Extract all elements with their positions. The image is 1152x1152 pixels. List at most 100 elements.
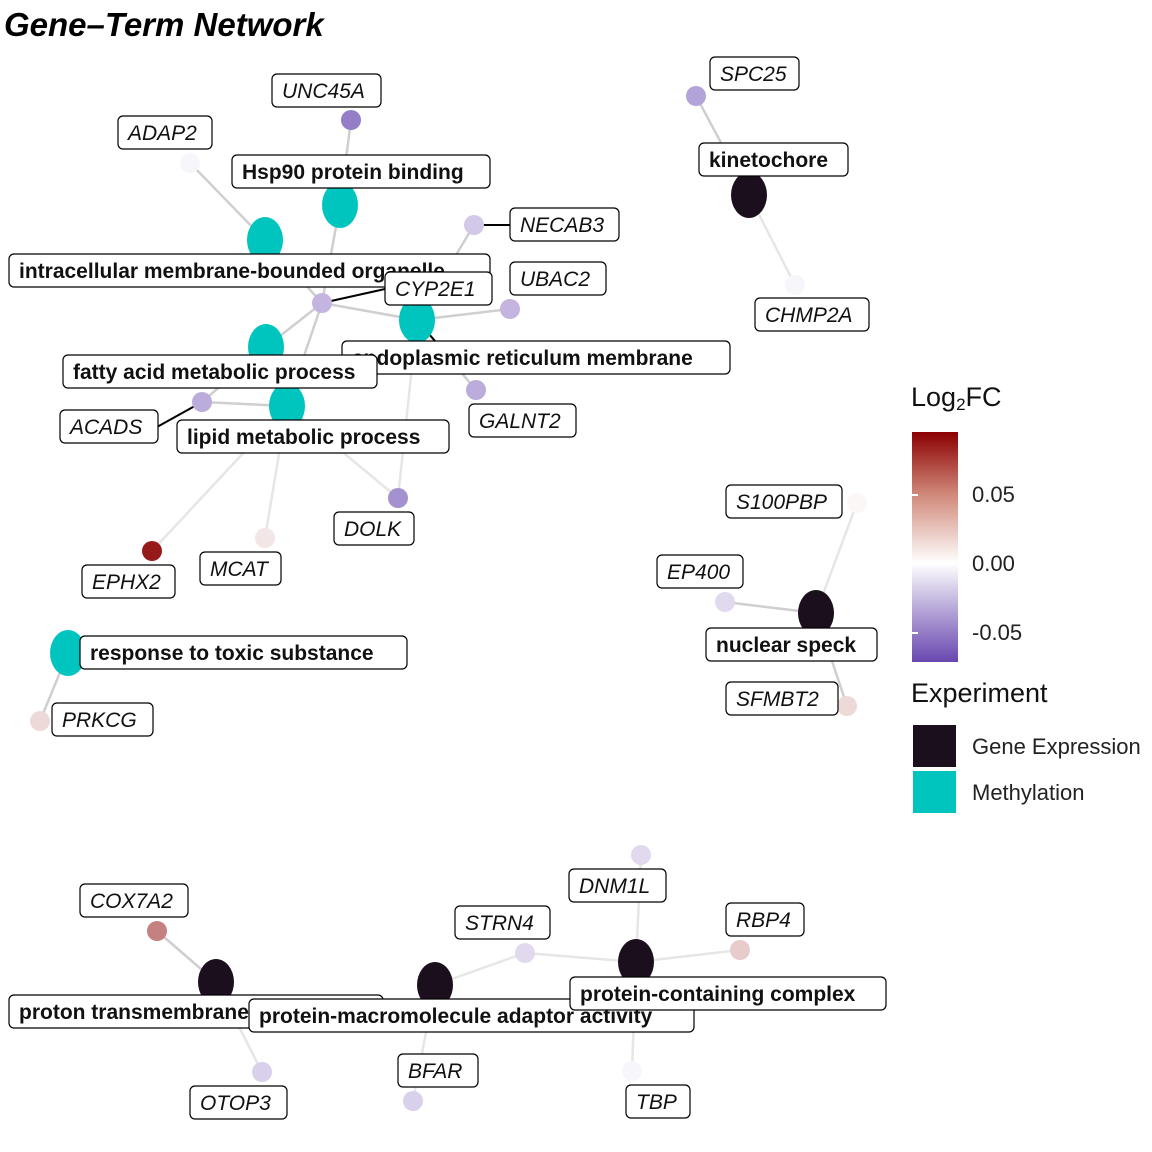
term-label-er_membrane-text: endoplasmic reticulum membrane <box>352 347 693 370</box>
experiment-legend-title: Experiment <box>911 678 1048 708</box>
term-label-kinetochore-text: kinetochore <box>709 149 828 172</box>
gene-label-TBP-box <box>625 1084 691 1119</box>
gene-node-NECAB3[interactable] <box>464 215 484 235</box>
gene-label-EPHX2-text: EPHX2 <box>92 571 161 594</box>
term-node-nuclear_speck[interactable] <box>798 590 834 636</box>
term-label-membrane_org: intracellular membrane-bounded organelle <box>8 253 491 288</box>
term-node-kinetochore[interactable] <box>731 172 767 218</box>
gene-label-SFMBT2-text: SFMBT2 <box>736 688 819 711</box>
gene-label-STRN4-text: STRN4 <box>465 912 534 935</box>
term-node-adaptor[interactable] <box>417 962 453 1008</box>
gene-node-SPC25[interactable] <box>686 86 706 106</box>
gene-node-TBP[interactable] <box>622 1061 642 1081</box>
term-label-er_membrane: endoplasmic reticulum membrane <box>341 340 731 375</box>
gene-label-BFAR-text: BFAR <box>408 1060 462 1083</box>
gene-node-DNM1L[interactable] <box>631 845 651 865</box>
term-node-hsp90[interactable] <box>322 182 358 228</box>
term-node-membrane_org[interactable] <box>247 217 283 263</box>
gene-node-BFAR[interactable] <box>403 1091 423 1111</box>
colorbar-tick <box>958 494 964 496</box>
term-node-proton[interactable] <box>198 959 234 1005</box>
methylation-swatch <box>913 771 956 813</box>
term-label-kinetochore-box <box>698 142 849 177</box>
gene-node-EP400[interactable] <box>715 592 735 612</box>
node-layer <box>30 86 867 1111</box>
gene-label-UNC45A-box <box>271 73 382 108</box>
gene-node-UBAC2[interactable] <box>500 299 520 319</box>
term-label-lipid: lipid metabolic process <box>176 419 450 454</box>
gene-label-DOLK: DOLK <box>333 511 415 546</box>
gene-label-DNM1L-box <box>568 868 667 903</box>
gene-label-GALNT2-text: GALNT2 <box>479 410 561 433</box>
gene-label-ADAP2-text: ADAP2 <box>126 122 197 145</box>
colorbar-tick <box>912 632 918 634</box>
methylation-legend-label: Methylation <box>972 780 1085 805</box>
gene-label-UBAC2-text: UBAC2 <box>520 268 590 291</box>
gene-expression-legend-label: Gene Expression <box>972 734 1141 759</box>
chart-title: Gene–Term Network <box>4 6 324 43</box>
gene-label-OTOP3: OTOP3 <box>189 1085 288 1120</box>
gene-label-DNM1L: DNM1L <box>568 868 667 903</box>
gene-node-EPHX2[interactable] <box>142 541 162 561</box>
term-node-complex[interactable] <box>618 939 654 985</box>
gene-label-GALNT2: GALNT2 <box>468 403 577 438</box>
term-label-toxic: response to toxic substance <box>79 635 408 670</box>
gene-label-ADAP2-box <box>117 115 213 150</box>
gene-node-CYP2E1[interactable] <box>312 293 332 313</box>
gene-node-GALNT2[interactable] <box>466 380 486 400</box>
term-label-hsp90: Hsp90 protein binding <box>231 154 491 189</box>
gene-node-ADAP2[interactable] <box>180 153 200 173</box>
gene-node-UNC45A[interactable] <box>341 110 361 130</box>
term-node-lipid[interactable] <box>269 383 305 429</box>
gene-label-BFAR: BFAR <box>397 1053 479 1088</box>
gene-node-SFMBT2[interactable] <box>837 696 857 716</box>
colorbar-tick <box>912 494 918 496</box>
gene-label-CHMP2A-box <box>754 297 870 332</box>
term-label-membrane_org-text: intracellular membrane-bounded organelle <box>19 260 445 283</box>
gene-label-NECAB3-box <box>509 207 620 242</box>
term-node-toxic[interactable] <box>50 630 86 676</box>
gene-label-EP400-box <box>656 554 744 589</box>
gene-label-EPHX2: EPHX2 <box>81 564 176 599</box>
gene-label-CYP2E1-box <box>384 271 493 306</box>
gene-label-DNM1L-text: DNM1L <box>579 875 650 898</box>
label-leader-line <box>321 288 386 304</box>
gene-label-ADAP2: ADAP2 <box>117 115 213 150</box>
lfc-colorbar <box>912 432 958 662</box>
gene-label-MCAT-text: MCAT <box>210 558 270 581</box>
gene-label-GALNT2-box <box>468 403 577 438</box>
term-label-nuclear_speck: nuclear speck <box>705 627 878 662</box>
colorbar-tick <box>958 632 964 634</box>
gene-node-RBP4[interactable] <box>730 940 750 960</box>
gene-label-ACADS: ACADS <box>59 409 159 444</box>
gene-label-S100PBP-text: S100PBP <box>736 491 827 514</box>
gene-label-MCAT-box <box>199 551 282 586</box>
gene-node-CHMP2A[interactable] <box>785 275 805 295</box>
gene-label-S100PBP: S100PBP <box>725 484 843 519</box>
gene-label-TBP: TBP <box>625 1084 691 1119</box>
term-label-lipid-text: lipid metabolic process <box>187 426 420 449</box>
gene-label-UNC45A-text: UNC45A <box>282 80 365 103</box>
gene-label-DOLK-text: DOLK <box>344 518 402 541</box>
gene-node-OTOP3[interactable] <box>252 1062 272 1082</box>
gene-label-ACADS-box <box>59 409 159 444</box>
term-node-er_membrane[interactable] <box>399 297 435 343</box>
gene-node-MCAT[interactable] <box>255 528 275 548</box>
gene-label-COX7A2-text: COX7A2 <box>90 890 173 913</box>
gene-node-ACADS[interactable] <box>192 392 212 412</box>
gene-label-EPHX2-box <box>81 564 176 599</box>
colorbar-tick-label: 0.00 <box>972 551 1015 576</box>
label-layer: Hsp90 protein binding intracellular membr… <box>8 56 887 1120</box>
gene-node-STRN4[interactable] <box>515 943 535 963</box>
gene-node-DOLK[interactable] <box>388 488 408 508</box>
term-label-toxic-text: response to toxic substance <box>90 642 374 665</box>
gene-label-SPC25-text: SPC25 <box>720 63 787 86</box>
gene-label-TBP-text: TBP <box>636 1091 677 1114</box>
gene-node-S100PBP[interactable] <box>847 493 867 513</box>
gene-label-NECAB3-text: NECAB3 <box>520 214 604 237</box>
term-label-fatty_acid: fatty acid metabolic process <box>62 354 378 389</box>
gene-node-PRKCG[interactable] <box>30 711 50 731</box>
gene-node-COX7A2[interactable] <box>147 921 167 941</box>
gene-label-CYP2E1-text: CYP2E1 <box>395 278 476 301</box>
